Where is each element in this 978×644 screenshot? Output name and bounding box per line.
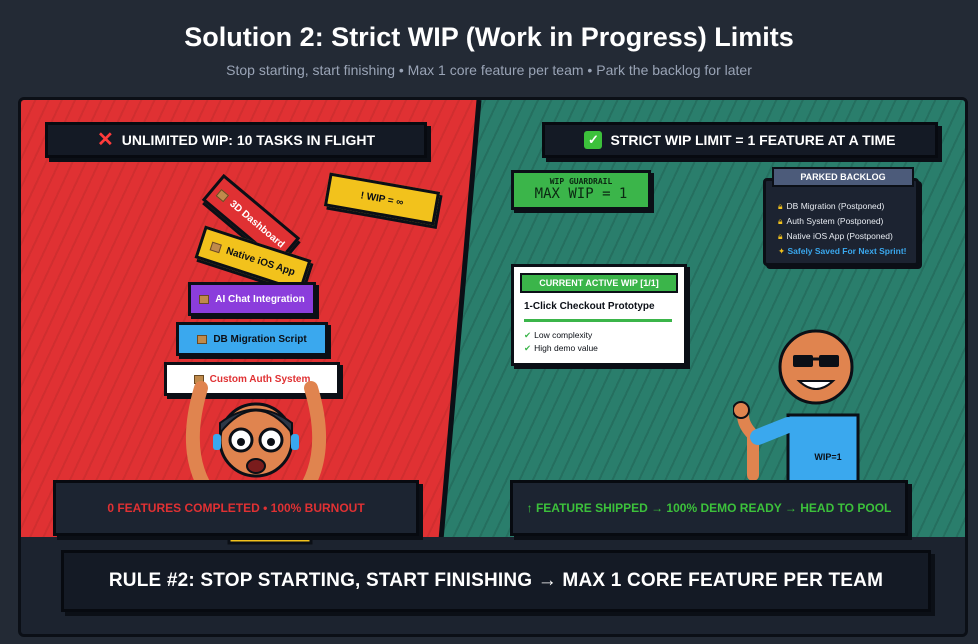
parked-note: ✦ Safely Saved For Next Sprint!: [778, 246, 907, 256]
guardrail-value: MAX WIP = 1: [534, 186, 628, 202]
parked-item: 🔒︎DB Migration (Postponed): [778, 201, 885, 211]
parked-item: 🔒︎Native iOS App (Postponed): [778, 231, 893, 241]
active-wip-header: CURRENT ACTIVE WIP [1/1]: [520, 273, 678, 293]
left-status-bar: 0 FEATURES COMPLETED • 100% BURNOUT: [53, 480, 419, 536]
package-icon: [197, 334, 208, 344]
calm-developer-illustration: [733, 329, 860, 505]
parked-backlog-title: PARKED BACKLOG: [772, 167, 914, 187]
task-db-migration: DB Migration Script: [176, 322, 328, 356]
active-point: ✔Low complexity: [524, 330, 593, 340]
parked-backlog-card: PARKED BACKLOG 🔒︎DB Migration (Postponed…: [763, 167, 919, 266]
package-icon: [216, 188, 230, 202]
left-header: ✕ UNLIMITED WIP: 10 TASKS IN FLIGHT: [45, 122, 427, 158]
lock-icon: 🔒︎: [778, 231, 783, 241]
check-mark-icon: ✔: [524, 343, 532, 353]
guardrail-label: WIP GUARDRAIL: [549, 177, 613, 186]
left-red-background: [21, 100, 479, 540]
comic-panel: ✕ UNLIMITED WIP: 10 TASKS IN FLIGHT 3D D…: [18, 97, 968, 637]
package-icon: [209, 241, 223, 253]
current-active-wip-card: CURRENT ACTIVE WIP [1/1] 1-Click Checkou…: [511, 264, 687, 366]
parked-item: 🔒︎Auth System (Postponed): [778, 216, 884, 226]
page-subtitle: Stop starting, start finishing • Max 1 c…: [226, 62, 752, 78]
lock-icon: 🔒︎: [778, 201, 783, 211]
right-status-bar: ↑ FEATURE SHIPPED → 100% DEMO READY → HE…: [510, 480, 908, 536]
rule-banner: RULE #2: STOP STARTING, START FINISHING …: [61, 550, 931, 612]
wip-guardrail-card: WIP GUARDRAIL MAX WIP = 1: [511, 170, 651, 210]
right-header-label: STRICT WIP LIMIT = 1 FEATURE AT A TIME: [610, 132, 896, 148]
active-feature-name: 1-Click Checkout Prototype: [524, 301, 655, 312]
cross-icon: ✕: [96, 129, 114, 151]
lock-icon: 🔒︎: [778, 216, 783, 226]
check-icon: ✓: [584, 131, 603, 149]
sparkle-icon: ✦: [778, 246, 788, 256]
page-title: Solution 2: Strict WIP (Work in Progress…: [184, 22, 794, 52]
right-header: ✓ STRICT WIP LIMIT = 1 FEATURE AT A TIME: [542, 122, 938, 158]
shirt-label: WIP=1: [814, 452, 842, 462]
left-header-label: UNLIMITED WIP: 10 TASKS IN FLIGHT: [121, 132, 376, 148]
active-progress-bar: [524, 319, 672, 322]
check-mark-icon: ✔: [524, 330, 532, 340]
task-ai-chat: AI Chat Integration: [188, 282, 316, 316]
package-icon: [199, 294, 210, 304]
active-point: ✔High demo value: [524, 343, 598, 353]
